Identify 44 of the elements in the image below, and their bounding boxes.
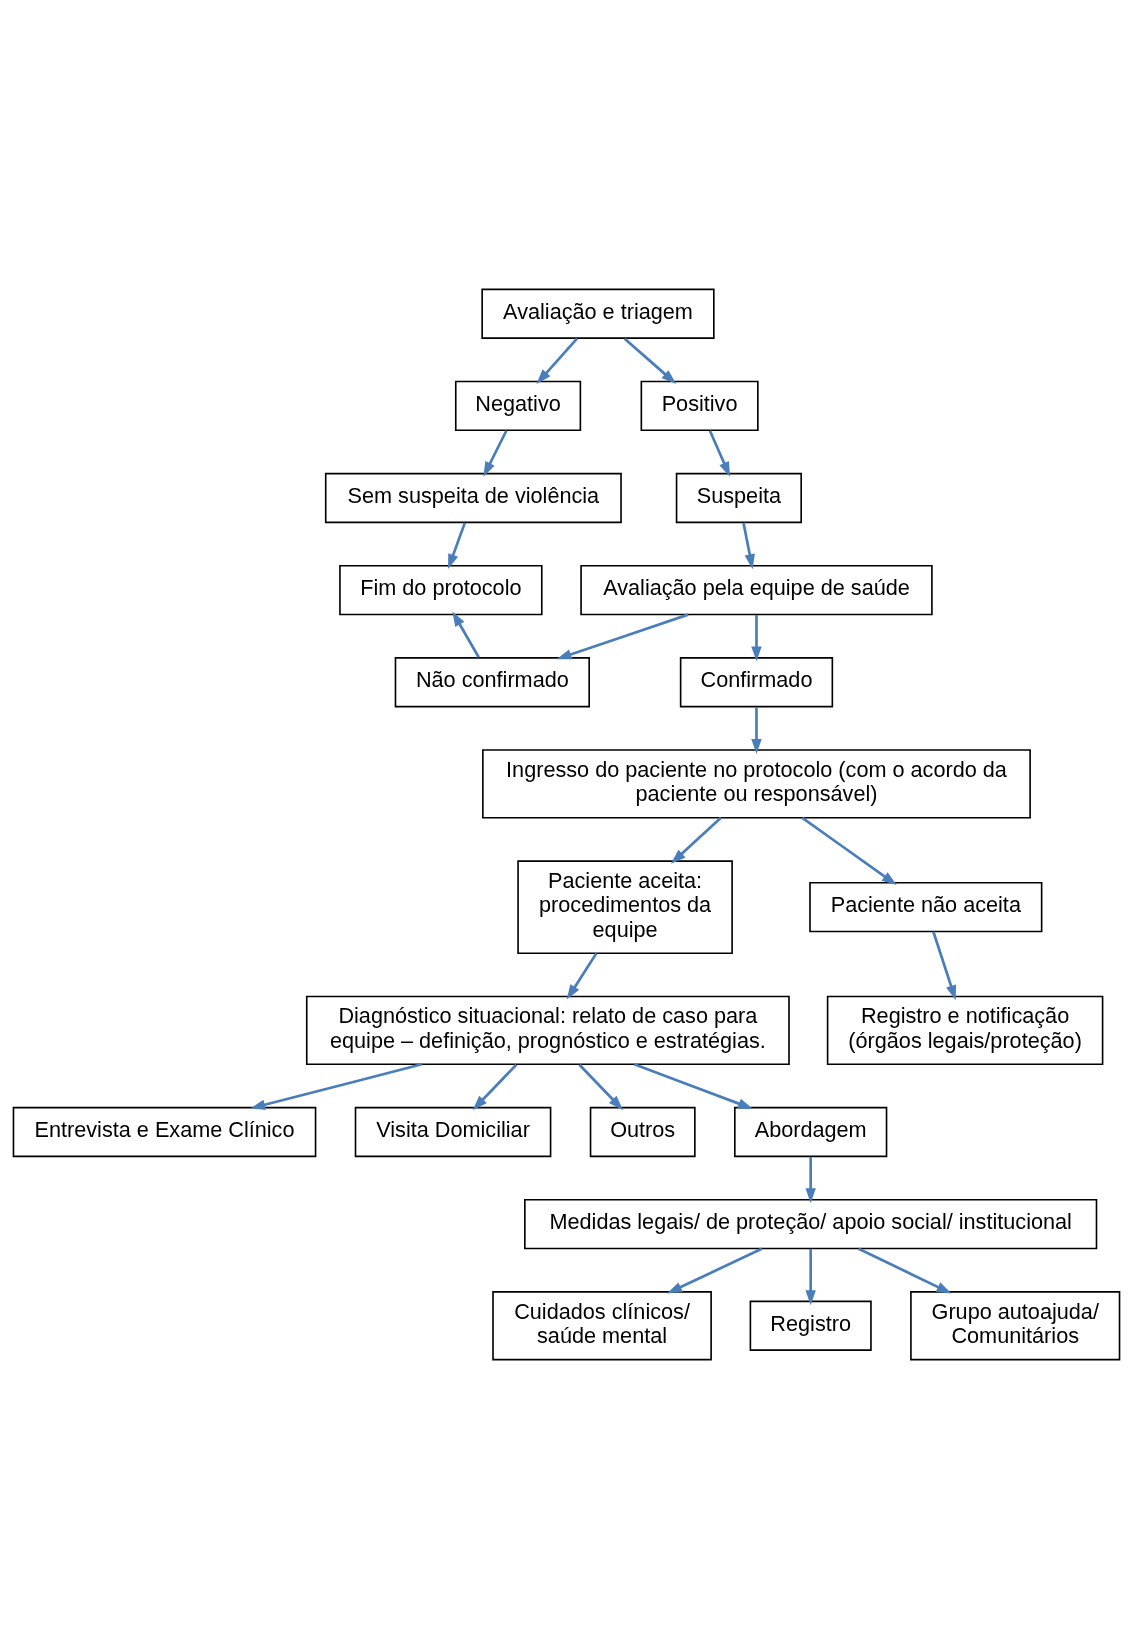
node-box: Entrevista e Exame Clínico [12, 1106, 317, 1158]
arrow [536, 337, 578, 384]
arrow [742, 522, 755, 570]
arrow [708, 430, 731, 477]
node-box: Grupo autoajuda/ Comunitários [910, 1291, 1121, 1361]
node-box: Outros [589, 1106, 696, 1158]
node-box: Positivo [640, 380, 759, 432]
arrow [578, 1063, 624, 1111]
node-box: Cuidados clínicos/ saúde mental [492, 1291, 712, 1361]
arrow [483, 430, 508, 477]
node-box: Visita Domiciliar [354, 1106, 552, 1158]
node-box: Diagnóstico situacional: relato de caso para equipe – definição, prognóstico e estratégias. [305, 995, 790, 1066]
arrow [801, 816, 897, 886]
node-box: Negativo [454, 380, 582, 432]
arrow [858, 1247, 952, 1294]
arrow [472, 1063, 518, 1111]
node-box: Paciente não aceita [809, 881, 1043, 933]
node-box: Registro [749, 1300, 872, 1351]
arrow [670, 816, 722, 864]
node-box: Não confirmado [394, 657, 590, 708]
node-box: Fim do protocolo [339, 564, 543, 616]
node-box: Abordagem [734, 1106, 888, 1158]
node-box: Paciente aceita: procedimentos da equipe [517, 860, 733, 954]
node-box: Medidas legais/ de proteção/ apoio social/ institucional [524, 1198, 1098, 1250]
node-box: Avaliação e triagem [481, 288, 715, 339]
arrow [452, 611, 480, 658]
arrow [751, 707, 762, 754]
arrow [932, 931, 957, 1001]
arrow [566, 952, 598, 1000]
arrow [805, 1248, 816, 1306]
arrow [805, 1156, 816, 1204]
node-box: Confirmado [679, 657, 834, 708]
node-box: Sem suspeita de violência [324, 472, 622, 524]
node-box: Avaliação pela equipe de saúde [580, 564, 933, 616]
node-box: Ingresso do paciente no protocolo (com o acordo da paciente ou responsável) [482, 749, 1031, 819]
arrow [448, 522, 467, 569]
node-box: Registro e notificação (órgãos legais/proteção) [826, 995, 1104, 1066]
arrow [250, 1062, 423, 1110]
arrow [667, 1247, 763, 1294]
arrow [556, 613, 689, 660]
arrow [751, 615, 762, 662]
arrow [633, 1063, 753, 1109]
node-box: Suspeita [675, 472, 802, 524]
arrow [623, 337, 677, 384]
